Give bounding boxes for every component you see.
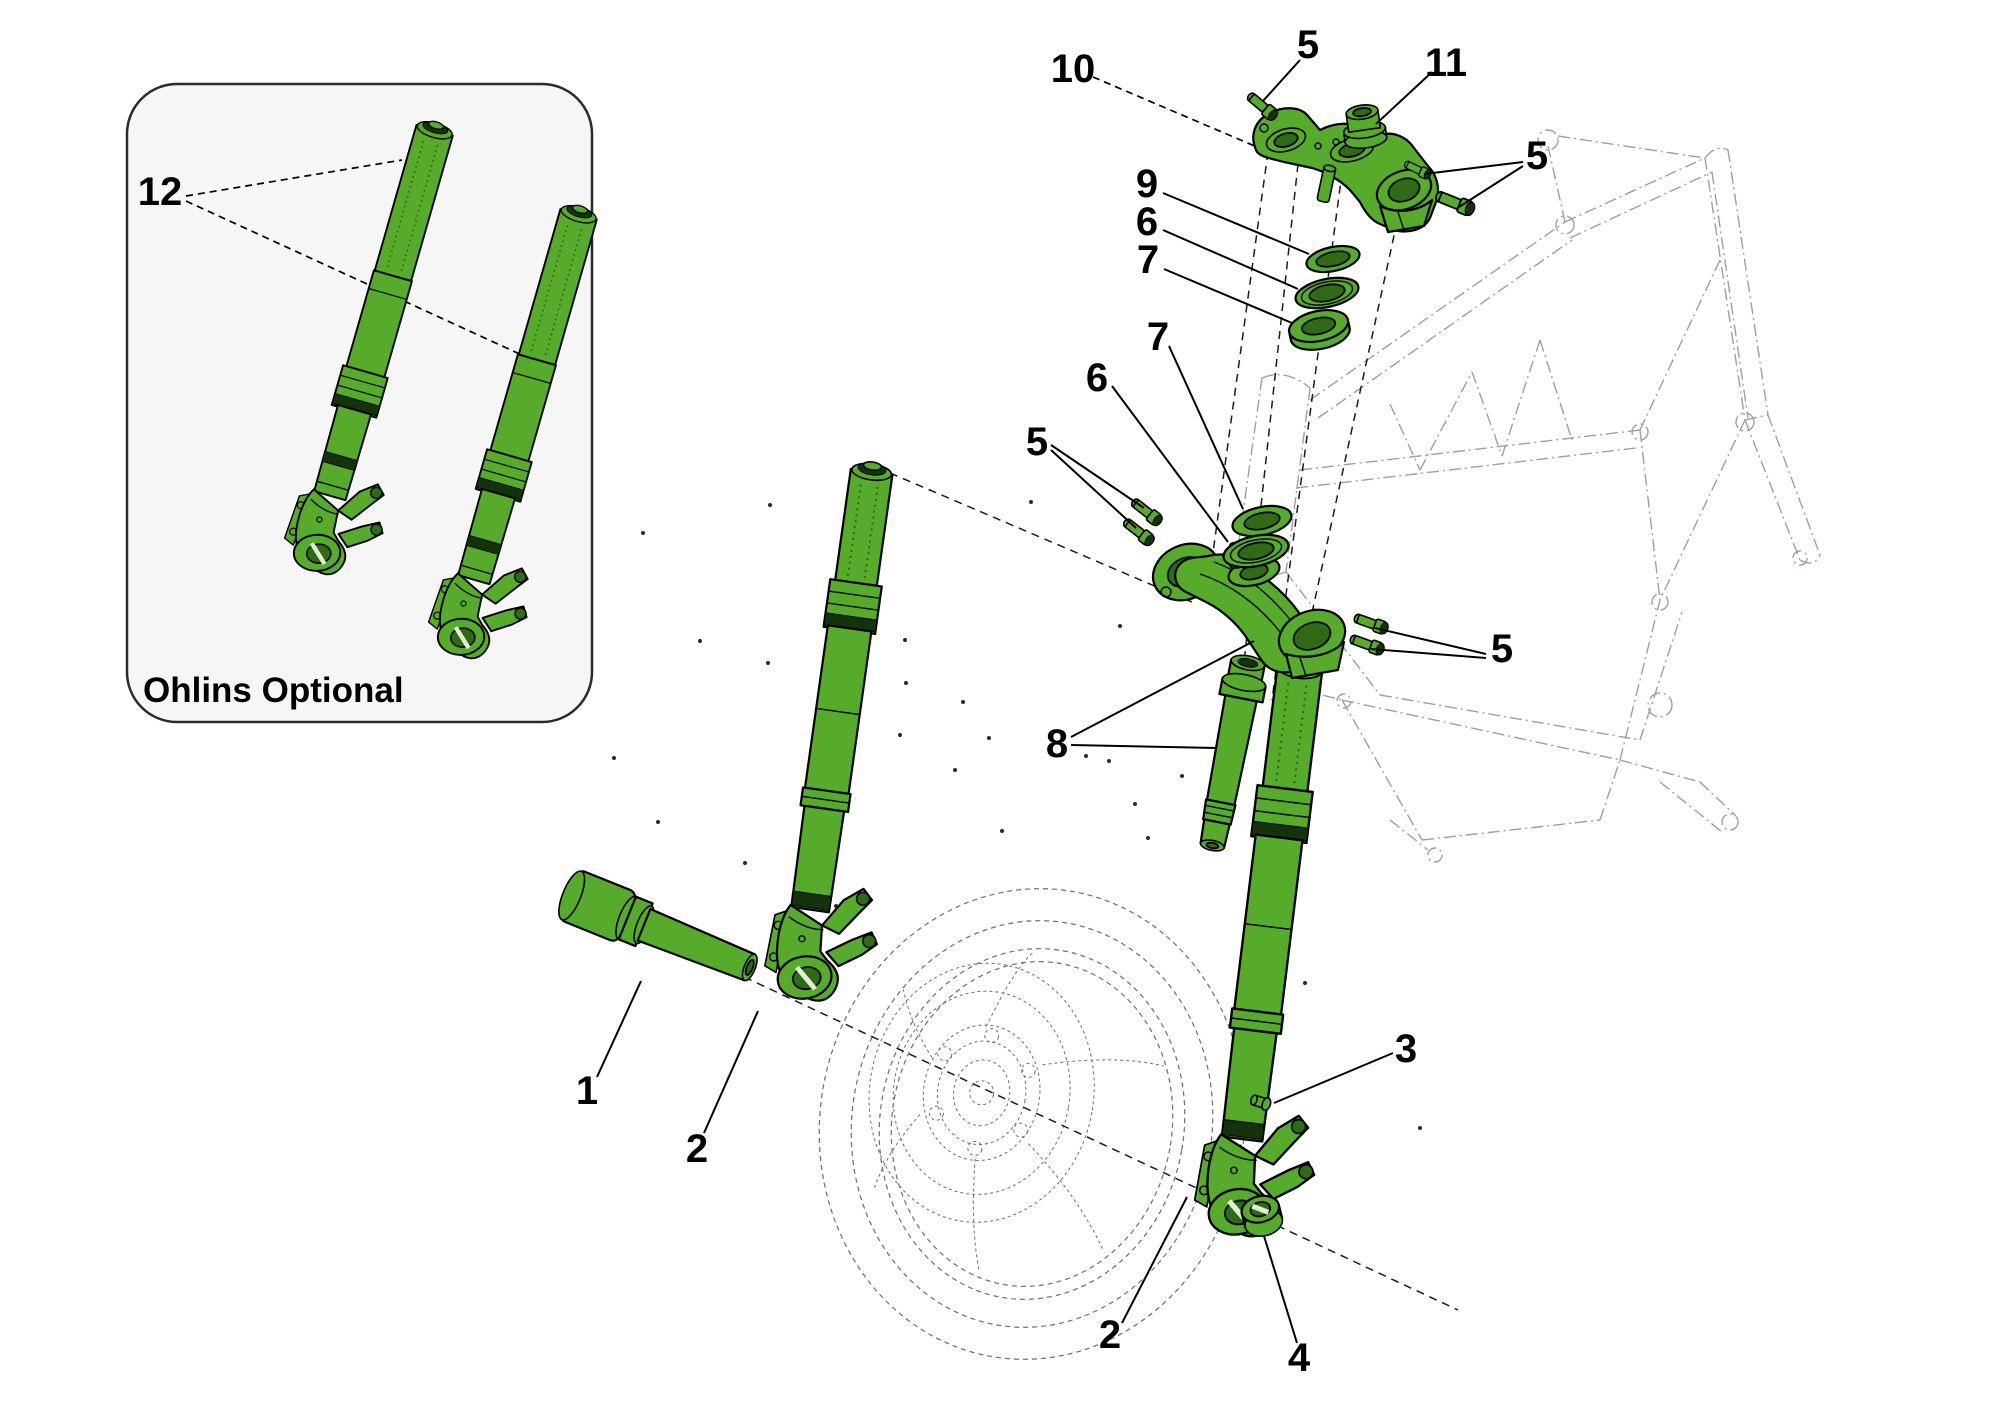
steering-stem-nut [1342, 104, 1388, 150]
leader-lines [596, 59, 1524, 1344]
inset-leader-lines [185, 159, 525, 357]
callout-5-upper-right[interactable]: 5 [1526, 134, 1548, 178]
ghost-front-wheel [818, 888, 1246, 1360]
top-triple-clamp [1252, 107, 1439, 234]
callout-2-left[interactable]: 2 [686, 1127, 708, 1171]
inset-caption: Ohlins Optional [143, 671, 404, 710]
callout-5-mid-right[interactable]: 5 [1491, 627, 1513, 671]
callout-10[interactable]: 10 [1051, 47, 1096, 91]
callout-5-mid-left[interactable]: 5 [1026, 420, 1048, 464]
callout-9[interactable]: 9 [1136, 162, 1158, 206]
callout-labels: 12 10 5 11 5 9 6 7 7 6 5 5 8 3 1 2 2 4 [138, 23, 1548, 1380]
bearing-ring-top-9 [1305, 244, 1361, 274]
pinch-bolt-right-lower [1347, 631, 1387, 658]
bearing-ring-mid-7 [1231, 504, 1293, 538]
callout-1[interactable]: 1 [576, 1069, 598, 1113]
callout-11[interactable]: 11 [1425, 41, 1467, 85]
callout-3[interactable]: 3 [1395, 1027, 1417, 1071]
bearing-ring-mid-6 [1222, 533, 1290, 569]
inset-panel [125, 82, 640, 724]
steering-stem [1199, 654, 1267, 852]
callout-6-upper[interactable]: 6 [1136, 200, 1158, 244]
ghost-brake-disc [868, 962, 1095, 1223]
top-bolt-right-long [1432, 187, 1478, 219]
bearing-ring-top-7 [1287, 309, 1351, 351]
axle-nut [1240, 1194, 1284, 1238]
callout-2-right[interactable]: 2 [1099, 1313, 1121, 1357]
fork-leg-left [760, 457, 943, 1015]
ghost-spokes [874, 951, 1165, 1273]
set-screw [1249, 1094, 1272, 1112]
callout-6-mid[interactable]: 6 [1086, 356, 1108, 400]
ghost-frame [1235, 129, 1821, 863]
callout-4[interactable]: 4 [1288, 1336, 1311, 1380]
bearing-ring-top-6 [1294, 276, 1360, 310]
callout-5-top[interactable]: 5 [1297, 23, 1319, 67]
bottom-triple-clamp [1151, 541, 1347, 680]
front-axle [558, 870, 758, 982]
callout-7-upper[interactable]: 7 [1137, 238, 1159, 282]
callout-12[interactable]: 12 [138, 170, 183, 214]
callout-8[interactable]: 8 [1046, 722, 1068, 766]
callout-7-mid[interactable]: 7 [1147, 315, 1169, 359]
pinch-bolt-right-upper [1351, 610, 1391, 637]
